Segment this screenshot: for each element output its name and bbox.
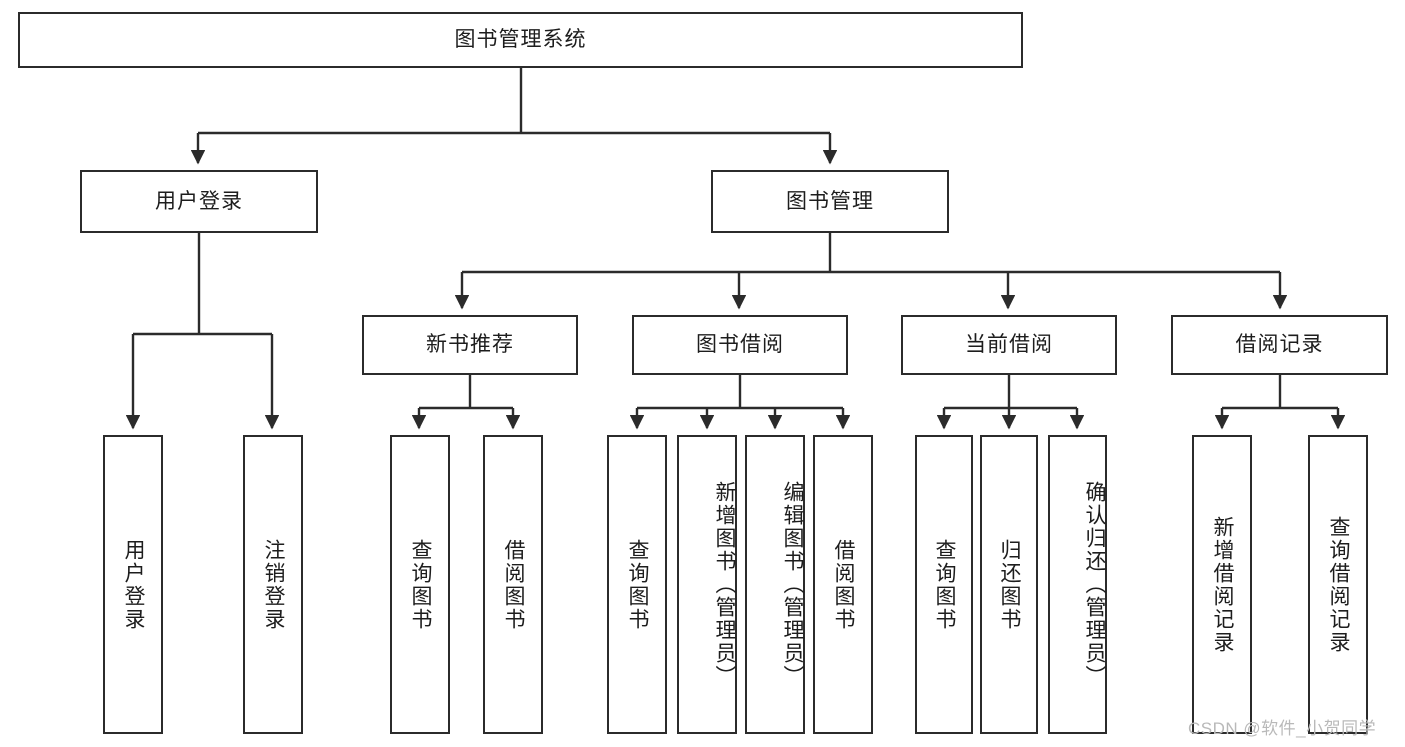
node-book-borrow-label: 图书借阅 (696, 333, 784, 357)
csdn-watermark: CSDN @软件_小贺同学 (1188, 719, 1377, 738)
leaf-edit-book-label: 编辑图书（管理员） (781, 481, 804, 688)
leaf-query-book-3-label: 查询图书 (933, 538, 957, 631)
leaf-add-record[interactable]: 新增借阅记录 (1192, 435, 1252, 734)
leaf-return-book[interactable]: 归还图书 (980, 435, 1038, 734)
leaf-query-record[interactable]: 查询借阅记录 (1308, 435, 1368, 734)
leaf-user-login[interactable]: 用户登录 (103, 435, 163, 734)
leaf-query-book-1[interactable]: 查询图书 (390, 435, 450, 734)
node-root-label: 图书管理系统 (454, 28, 587, 52)
leaf-return-book-label: 归还图书 (998, 538, 1022, 631)
node-user-login[interactable]: 用户登录 (80, 170, 318, 233)
node-book-borrow[interactable]: 图书借阅 (632, 315, 848, 375)
node-book-manage-label: 图书管理 (786, 189, 874, 213)
node-borrow-record[interactable]: 借阅记录 (1171, 315, 1388, 375)
leaf-logout-login[interactable]: 注销登录 (243, 435, 303, 734)
leaf-borrow-book-2[interactable]: 借阅图书 (813, 435, 873, 734)
node-new-book-recommend[interactable]: 新书推荐 (362, 315, 578, 375)
node-user-login-label: 用户登录 (155, 189, 243, 213)
node-book-manage[interactable]: 图书管理 (711, 170, 949, 233)
leaf-user-login-label: 用户登录 (122, 538, 146, 631)
leaf-confirm-return[interactable]: 确认归还（管理员） (1048, 435, 1107, 734)
leaf-logout-login-label: 注销登录 (262, 538, 286, 631)
node-root[interactable]: 图书管理系统 (18, 12, 1023, 68)
leaf-query-record-label: 查询借阅记录 (1327, 515, 1351, 654)
leaf-confirm-return-label: 确认归还（管理员） (1083, 481, 1106, 688)
leaf-borrow-book-1[interactable]: 借阅图书 (483, 435, 543, 734)
leaf-query-book-1-label: 查询图书 (409, 538, 433, 631)
leaf-query-book-2[interactable]: 查询图书 (607, 435, 667, 734)
node-new-book-recommend-label: 新书推荐 (426, 333, 514, 357)
node-borrow-record-label: 借阅记录 (1235, 333, 1324, 357)
leaf-borrow-book-2-label: 借阅图书 (832, 538, 856, 631)
leaf-query-book-3[interactable]: 查询图书 (915, 435, 973, 734)
leaf-add-book-label: 新增图书（管理员） (713, 481, 736, 688)
leaf-borrow-book-1-label: 借阅图书 (502, 538, 526, 631)
node-current-borrow-label: 当前借阅 (965, 333, 1053, 357)
leaf-add-book[interactable]: 新增图书（管理员） (677, 435, 737, 734)
leaf-edit-book[interactable]: 编辑图书（管理员） (745, 435, 805, 734)
leaf-add-record-label: 新增借阅记录 (1211, 515, 1235, 654)
node-current-borrow[interactable]: 当前借阅 (901, 315, 1117, 375)
leaf-query-book-2-label: 查询图书 (626, 538, 650, 631)
